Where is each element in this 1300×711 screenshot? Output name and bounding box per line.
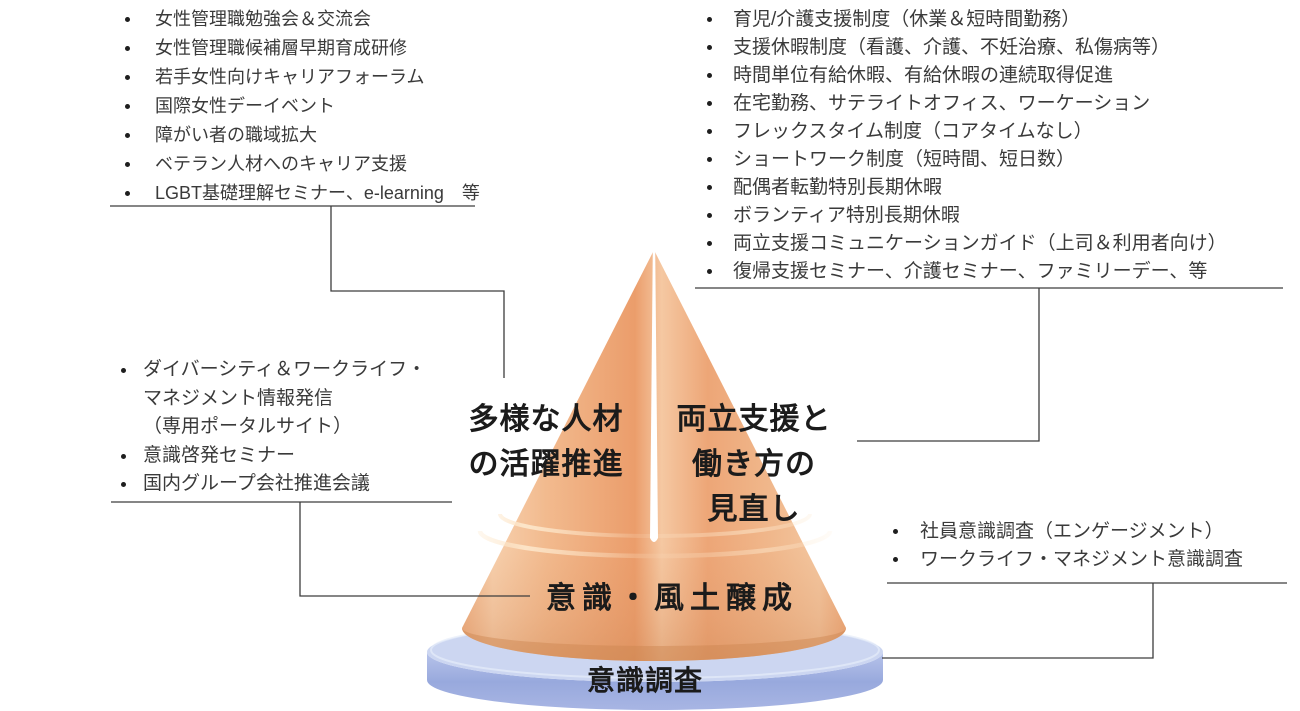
connector-mid-right-to-disc <box>882 583 1154 659</box>
list-awareness-survey-items: 社員意識調査（エンゲージメント） ワークライフ・マネジメント意識調査 <box>887 518 1243 574</box>
list-diversity-promotion-programs: 女性管理職勉強会＆交流会 女性管理職候補層早期育成研修 若手女性向けキャリアフォ… <box>110 5 480 208</box>
cone-ring-highlight-lower <box>477 530 833 559</box>
cone-base-shadow <box>462 628 846 661</box>
connector-top-left-to-cone <box>330 206 505 378</box>
list-item: 育児/介護支援制度（休業＆短時間勤務） <box>692 6 1227 34</box>
list-item: ショートワーク制度（短時間、短日数） <box>692 146 1227 174</box>
list-item-continuation: （専用ポータルサイト） <box>143 416 353 437</box>
list-item: 社員意識調査（エンゲージメント） <box>887 518 1243 546</box>
list-item: 復帰支援セミナー、介護セミナー、ファミリーデー、等 <box>692 258 1227 286</box>
list-item: 時間単位有給休暇、有給休暇の連続取得促進 <box>692 62 1227 90</box>
list-item: 国内グループ会社推進会議 <box>111 470 426 499</box>
base-disc-side <box>427 652 883 710</box>
callout-lines <box>110 205 1287 659</box>
cone-center-gap <box>650 249 658 542</box>
list-item: 女性管理職勉強会＆交流会 <box>110 5 480 34</box>
list-item: 意識啓発セミナー <box>111 442 426 471</box>
list-item: ダイバーシティ＆ワークライフ・ <box>111 356 426 385</box>
list-worklife-support-programs: 育児/介護支援制度（休業＆短時間勤務） 支援休暇制度（看護、介護、不妊治療、私傷… <box>692 6 1227 286</box>
cone-label-awareness-culture: 意識・風土醸成 <box>546 582 798 615</box>
connector-top-right-to-cone <box>857 288 1040 442</box>
cone-label-diverse-talent: 多様な人材 の活躍推進 <box>396 397 696 487</box>
list-item: 両立支援コミュニケーションガイド（上司＆利用者向け） <box>692 230 1227 258</box>
list-item: 配偶者転勤特別長期休暇 <box>692 174 1227 202</box>
list-item-continuation: マネジメント情報発信 <box>143 387 334 409</box>
base-disc-label-awareness-survey: 意識調査 <box>586 665 703 696</box>
list-item: 支援休暇制度（看護、介護、不妊治療、私傷病等） <box>692 34 1227 62</box>
list-item: フレックスタイム制度（コアタイムなし） <box>692 118 1227 146</box>
cone-bottom-shade <box>462 545 846 661</box>
list-item: LGBT基礎理解セミナー、e-learning 等 <box>110 179 480 208</box>
cone-label-line: 見直し <box>707 493 801 526</box>
list-item: 障がい者の職域拡大 <box>110 121 480 150</box>
cone-label-line: 両立支援と <box>676 403 832 436</box>
list-item: ワークライフ・マネジメント意識調査 <box>887 546 1243 574</box>
list-item: ベテラン人材へのキャリア支援 <box>110 150 480 179</box>
cone-label-line: の活躍推進 <box>468 448 624 481</box>
cone-label-line: 多様な人材 <box>468 403 624 436</box>
cone <box>462 249 846 661</box>
list-awareness-culture-programs: ダイバーシティ＆ワークライフ・ マネジメント情報発信 （専用ポータルサイト） 意… <box>111 356 426 499</box>
cone-label-line: 働き方の <box>692 448 816 481</box>
connector-mid-left-to-cone <box>299 502 530 597</box>
list-item: ボランティア特別長期休暇 <box>692 202 1227 230</box>
list-item: 女性管理職候補層早期育成研修 <box>110 34 480 63</box>
list-item: 国際女性デーイベント <box>110 92 480 121</box>
list-item: 若手女性向けキャリアフォーラム <box>110 63 480 92</box>
list-item: 在宅勤務、サテライトオフィス、ワーケーション <box>692 90 1227 118</box>
cone-label-worklife-balance: 両立支援と 働き方の 見直し <box>604 397 904 532</box>
